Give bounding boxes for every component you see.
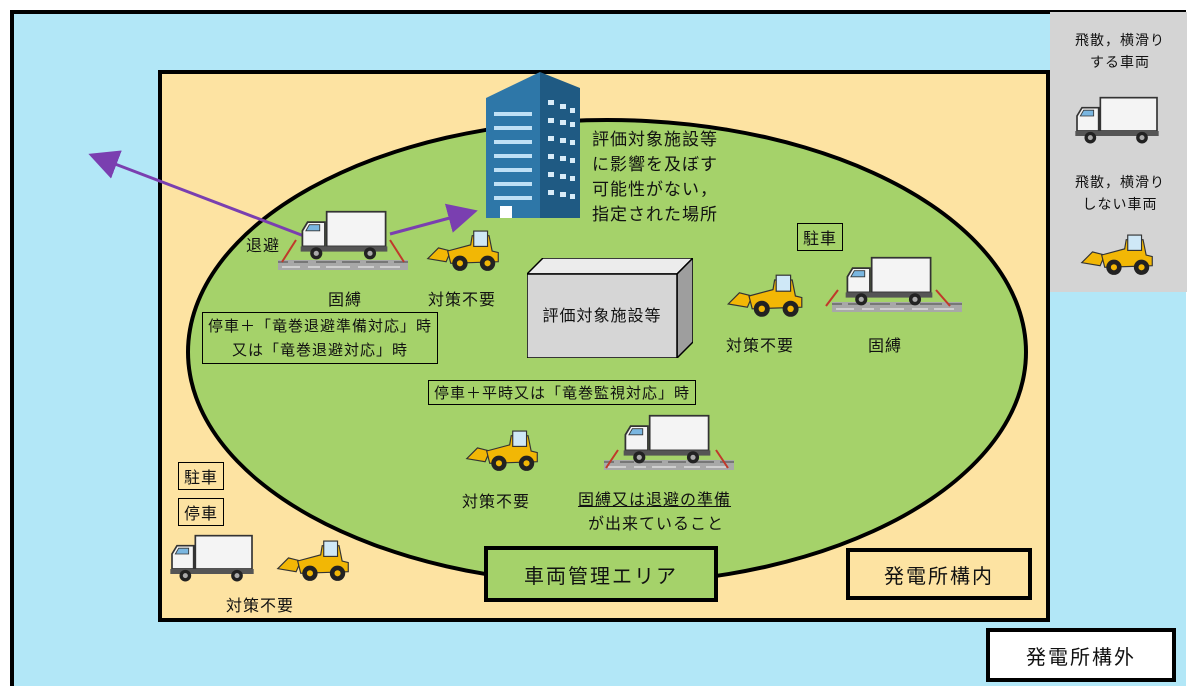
condition-evacuation-box: 停車＋「竜巻退避準備対応」時 又は「竜巻退避対応」時 <box>202 312 439 364</box>
no-measure-right-label: 対策不要 <box>726 336 795 355</box>
no-measure-outer-label: 対策不要 <box>226 596 295 615</box>
legend-panel: 飛散，横滑り する車両 飛散，横滑り しない車両 <box>1050 12 1187 292</box>
legend-nonflying-label: 飛散，横滑り しない車両 <box>1075 175 1165 213</box>
truck-prepare-icon <box>604 414 734 470</box>
truck-secured-right-icon <box>825 256 962 312</box>
prepare-line2-label: が出来ていること <box>588 514 725 533</box>
outside-premises-label: 発電所構外 <box>986 628 1176 682</box>
legend-loader-icon <box>1081 234 1153 276</box>
loader-outer-icon <box>277 540 349 582</box>
loader-right-icon <box>727 274 803 318</box>
truck-outer-icon <box>169 534 255 583</box>
secure-left-label: 固縛 <box>328 290 363 309</box>
evaluated-facility: 評価対象施設等 <box>525 256 695 360</box>
secure-right-label: 固縛 <box>868 336 903 355</box>
condition-monitoring-box: 停車＋平時又は「竜巻監視対応」時 <box>428 380 697 405</box>
building-icon <box>486 72 580 218</box>
prepare-line1-label: 固縛又は退避の準備 <box>578 490 732 509</box>
management-area-label: 車両管理エリア <box>484 546 718 602</box>
evacuate-to-place-arrow <box>389 203 478 236</box>
evacuate-label: 退避 <box>246 236 281 255</box>
parking-right-label: 駐車 <box>797 223 844 251</box>
legend-flying-label: 飛散，横滑り する車両 <box>1075 33 1165 71</box>
legend-truck-icon <box>1074 96 1160 145</box>
truck-evacuate-icon <box>278 210 408 270</box>
parking-outer-label: 駐車 <box>178 462 225 490</box>
stopping-outer-label: 停車 <box>178 498 225 526</box>
loader-left-icon <box>427 230 499 272</box>
loader-bottom-icon <box>466 430 538 472</box>
facility-label: 評価対象施設等 <box>542 306 662 325</box>
inside-premises-label: 発電所構内 <box>846 548 1032 600</box>
evacuate-out-arrow <box>88 150 305 238</box>
no-measure-bottom-label: 対策不要 <box>462 492 531 511</box>
safe-place-label: 評価対象施設等 に影響を及ぼす 可能性がない， 指定された場所 <box>592 130 718 225</box>
no-measure-left-label: 対策不要 <box>428 290 497 309</box>
